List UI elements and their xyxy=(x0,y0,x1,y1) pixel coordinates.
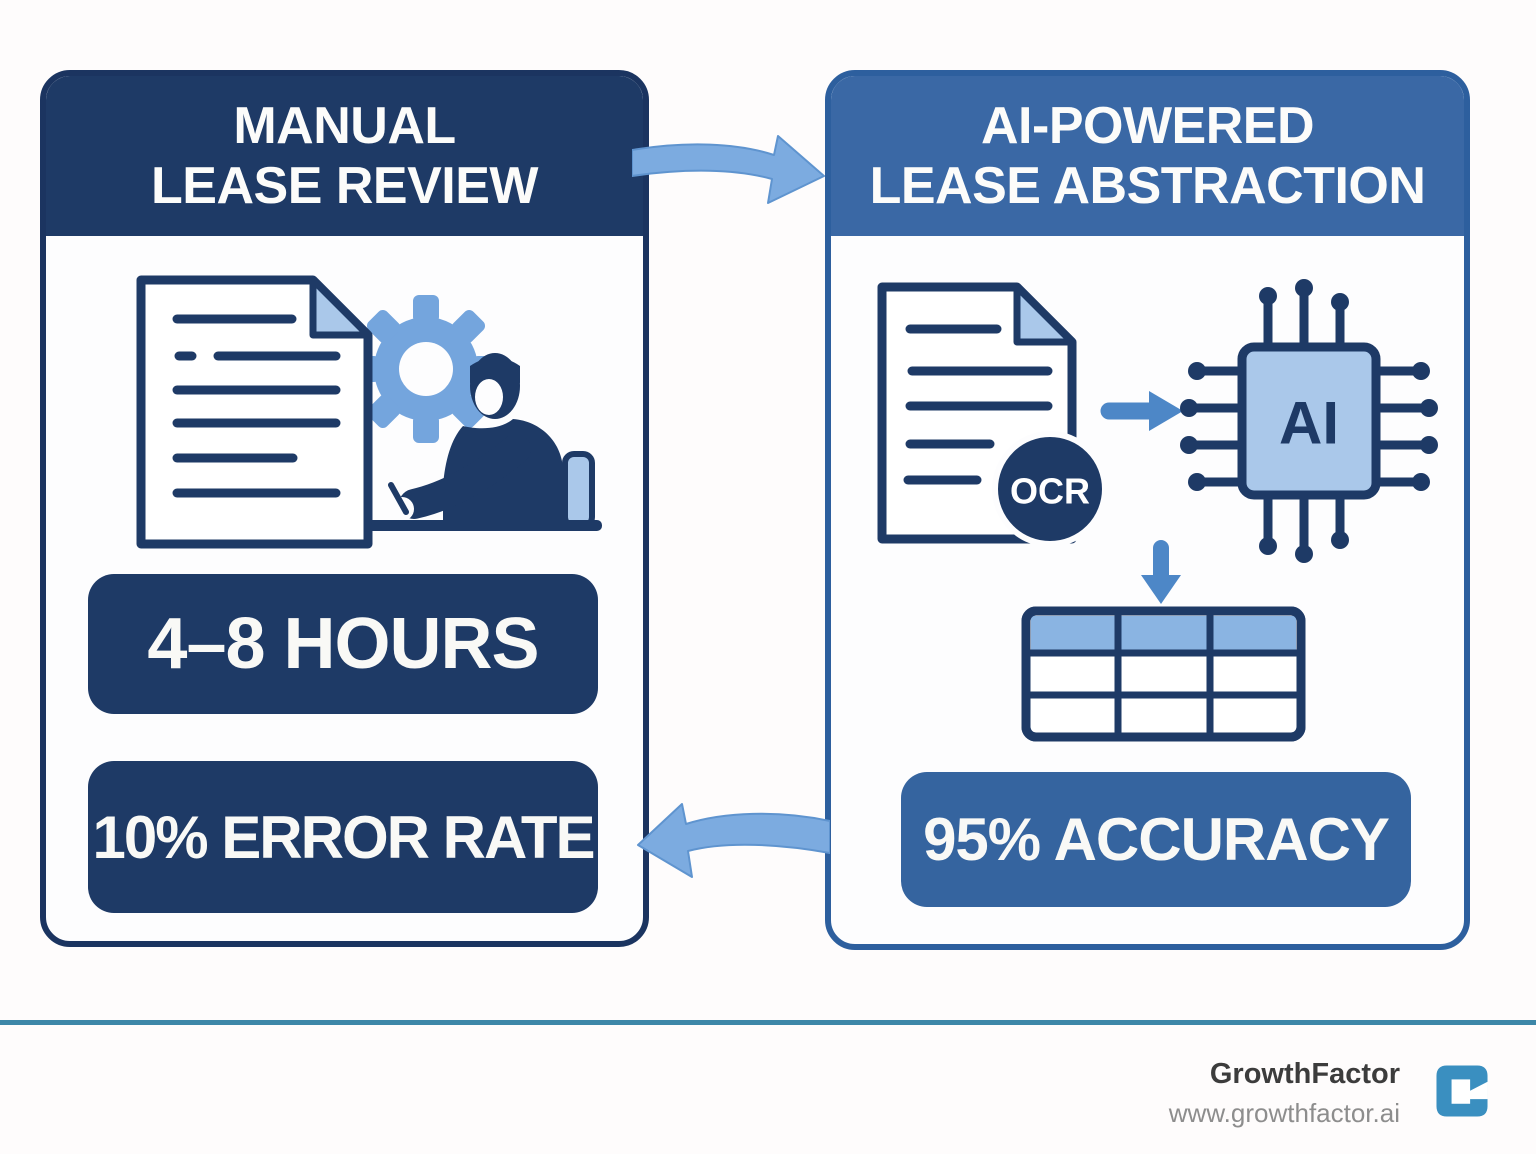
ocr-label: OCR xyxy=(1010,471,1090,512)
document-icon xyxy=(136,275,373,549)
brand-url: www.growthfactor.ai xyxy=(1168,1098,1400,1128)
arrow-left-curved-icon xyxy=(637,803,830,878)
brand-block: GrowthFactor www.growthfactor.ai xyxy=(1169,1058,1400,1128)
arrow-down-icon xyxy=(1141,540,1181,604)
manual-card-header: MANUAL LEASE REVIEW xyxy=(46,76,643,236)
brand-name: GrowthFactor xyxy=(1209,1058,1400,1090)
ai-card-header: AI-POWERED LEASE ABSTRACTION xyxy=(831,76,1464,236)
ocr-circle-icon: OCR xyxy=(992,431,1108,547)
ai-abstraction-illustration: OCR xyxy=(877,279,1438,742)
person-writing-icon xyxy=(346,353,602,531)
accuracy-badge: 95% ACCURACY xyxy=(901,772,1411,907)
ai-title-line1: AI-POWERED xyxy=(981,96,1315,155)
hours-badge-label: 4–8 HOURS xyxy=(147,604,539,684)
table-icon xyxy=(1021,606,1306,742)
ai-chip-label: AI xyxy=(1279,390,1339,457)
manual-review-illustration xyxy=(136,275,602,549)
growthfactor-g-logo xyxy=(1436,1065,1488,1117)
manual-title-line1: MANUAL xyxy=(233,96,456,155)
ai-chip-icon: AI xyxy=(1180,279,1438,563)
hours-badge: 4–8 HOURS xyxy=(88,574,598,714)
manual-lease-review-card: MANUAL LEASE REVIEW xyxy=(40,70,649,947)
footer-divider xyxy=(0,1020,1536,1025)
ai-title-line2: LEASE ABSTRACTION xyxy=(869,157,1426,215)
manual-title-line2: LEASE REVIEW xyxy=(151,157,538,215)
arrow-right-icon xyxy=(1100,391,1183,431)
error-rate-badge: 10% ERROR RATE xyxy=(88,761,598,913)
accuracy-badge-label: 95% ACCURACY xyxy=(923,806,1390,873)
ai-lease-abstraction-card: AI-POWERED LEASE ABSTRACTION OCR xyxy=(825,70,1470,950)
arrow-right-curved-icon xyxy=(632,135,825,204)
error-rate-badge-label: 10% ERROR RATE xyxy=(92,803,596,871)
